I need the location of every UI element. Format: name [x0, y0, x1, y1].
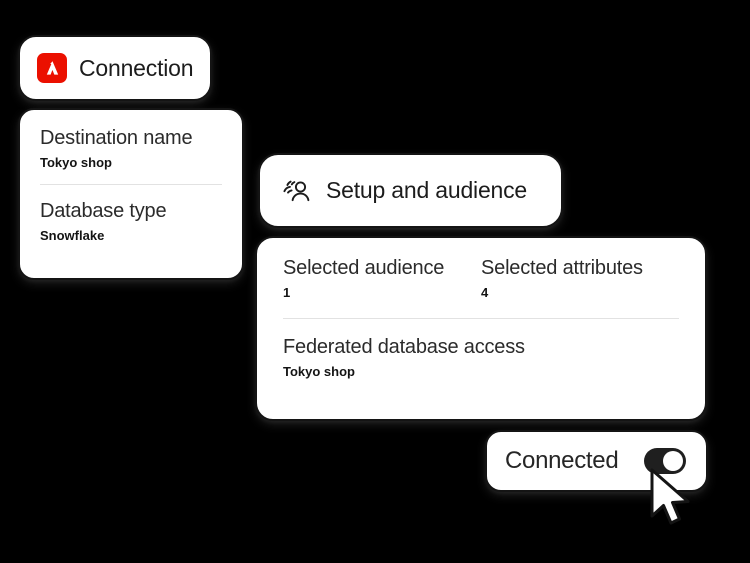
connection-toggle[interactable]	[644, 448, 686, 474]
field-label: Destination name	[40, 127, 193, 149]
toggle-knob	[663, 451, 683, 471]
field-value: Tokyo shop	[283, 364, 355, 379]
connection-chip[interactable]: Connection	[18, 35, 212, 101]
stat-selected-attributes: Selected attributes 4	[481, 256, 679, 300]
setup-and-audience-chip[interactable]: Setup and audience	[258, 153, 563, 228]
summary-stats-row: Selected audience 1 Selected attributes …	[283, 256, 679, 300]
stat-value: 4	[481, 285, 489, 300]
connection-details-card: Destination name Tokyo shop Database typ…	[18, 108, 244, 280]
field-value: Tokyo shop	[40, 155, 112, 170]
stat-value: 1	[283, 285, 291, 300]
connected-status-card[interactable]: Connected	[485, 430, 708, 492]
field-federated-database-access: Federated database access Tokyo shop	[283, 335, 679, 379]
setup-chip-label: Setup and audience	[326, 177, 528, 203]
divider	[40, 184, 222, 185]
divider	[283, 318, 679, 319]
field-label: Federated database access	[283, 336, 525, 358]
field-destination-name: Destination name Tokyo shop	[40, 126, 222, 170]
field-database-type: Database type Snowflake	[40, 199, 222, 243]
field-value: Snowflake	[40, 228, 105, 243]
stat-selected-audience: Selected audience 1	[283, 256, 481, 300]
audience-people-icon	[280, 175, 312, 207]
adobe-logo-icon	[37, 53, 67, 83]
stat-label: Selected attributes	[481, 257, 643, 279]
field-label: Database type	[40, 200, 167, 222]
stat-label: Selected audience	[283, 257, 445, 279]
setup-summary-panel: Selected audience 1 Selected attributes …	[255, 236, 707, 421]
connection-chip-label: Connection	[79, 54, 194, 81]
connected-label: Connected	[505, 447, 619, 474]
